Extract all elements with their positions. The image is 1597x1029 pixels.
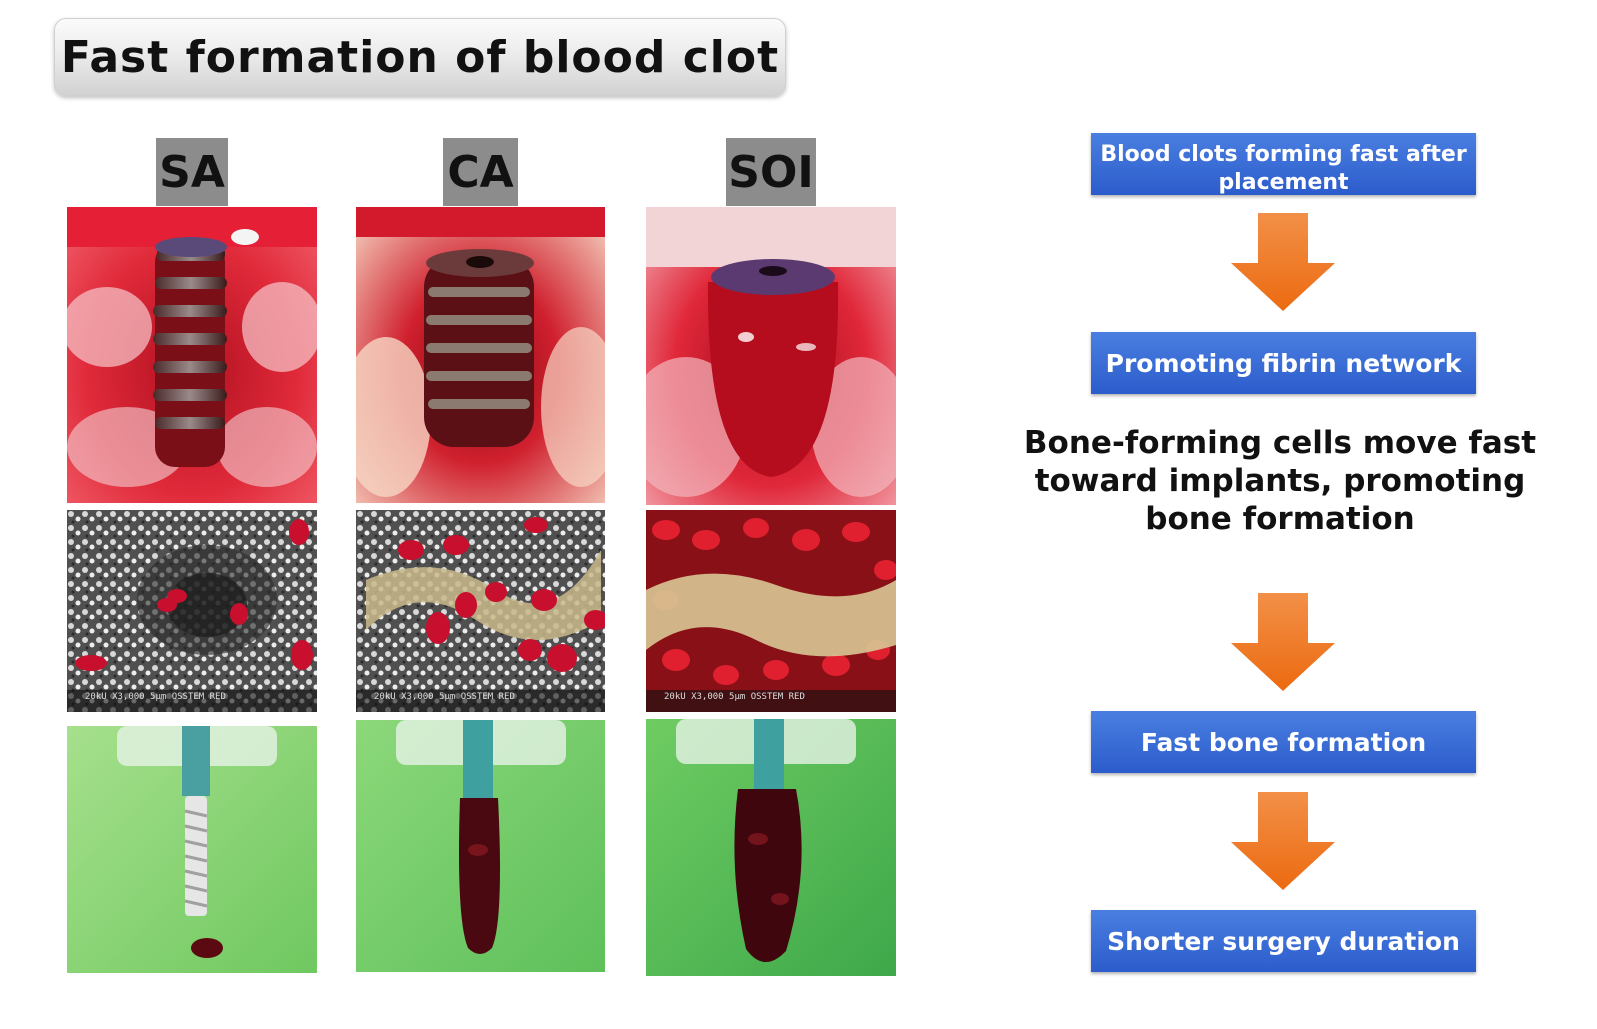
photo-sa-implant-in-bone	[67, 207, 317, 503]
sem-caption-soi: 20kU X3,000 5μm OSSTEM RED	[664, 692, 805, 702]
page-title: Fast formation of blood clot	[60, 31, 780, 83]
flow-step-bone-forming-cells: Bone-forming cells move fast toward impl…	[1023, 425, 1537, 537]
flow-arrow-down-icon	[1231, 792, 1335, 890]
photo-sa-implant-in-blood	[67, 726, 317, 973]
flow-step-fibrin-network: Promoting fibrin network	[1091, 332, 1476, 394]
sem-image-soi: 20kU X3,000 5μm OSSTEM RED	[646, 510, 896, 712]
sem-image-ca: 20kU X3,000 5μm OSSTEM RED	[356, 510, 605, 712]
title-banner: Fast formation of blood clot	[54, 18, 786, 96]
flow-arrow-down-icon	[1231, 213, 1335, 311]
photo-ca-implant-in-blood	[356, 720, 605, 972]
sem-image-sa: 20kU X3,000 5μm OSSTEM RED	[67, 510, 317, 712]
flow-arrow-down-icon	[1231, 593, 1335, 691]
column-label-soi: SOI	[726, 138, 816, 206]
flow-step-blood-clots: Blood clots forming fast after placement	[1091, 133, 1476, 195]
sem-caption-ca: 20kU X3,000 5μm OSSTEM RED	[374, 692, 515, 702]
photo-soi-implant-in-bone	[646, 207, 896, 505]
flow-step-fast-bone-formation: Fast bone formation	[1091, 711, 1476, 773]
photo-ca-implant-in-bone	[356, 207, 605, 503]
photo-soi-implant-in-blood	[646, 719, 896, 976]
flow-step-shorter-surgery: Shorter surgery duration	[1091, 910, 1476, 972]
column-label-sa: SA	[156, 138, 228, 206]
column-label-ca: CA	[443, 138, 518, 206]
sem-caption-sa: 20kU X3,000 5μm OSSTEM RED	[85, 692, 226, 702]
